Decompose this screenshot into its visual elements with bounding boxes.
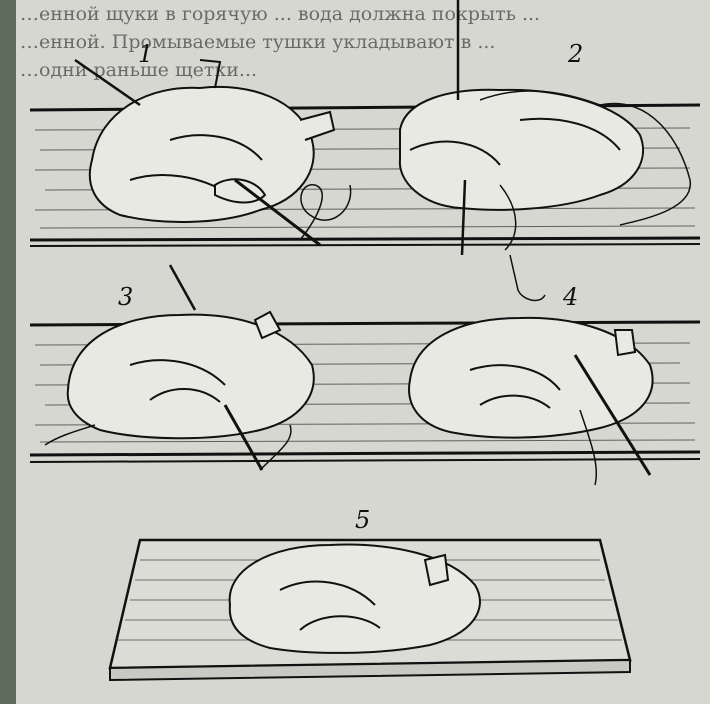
step-label-1: 1 (138, 40, 153, 68)
step-label-4: 4 (562, 283, 578, 311)
svg-text:…енной щуки в горячую ... вода: …енной щуки в горячую ... вода должна по… (20, 3, 540, 25)
svg-text:…енной. Промываемые тушки укла: …енной. Промываемые тушки укладывают в .… (20, 31, 495, 53)
step-label-2: 2 (567, 40, 583, 68)
step-label-5: 5 (355, 506, 370, 534)
bird-step-5 (230, 545, 480, 653)
step-label-3: 3 (118, 283, 133, 311)
